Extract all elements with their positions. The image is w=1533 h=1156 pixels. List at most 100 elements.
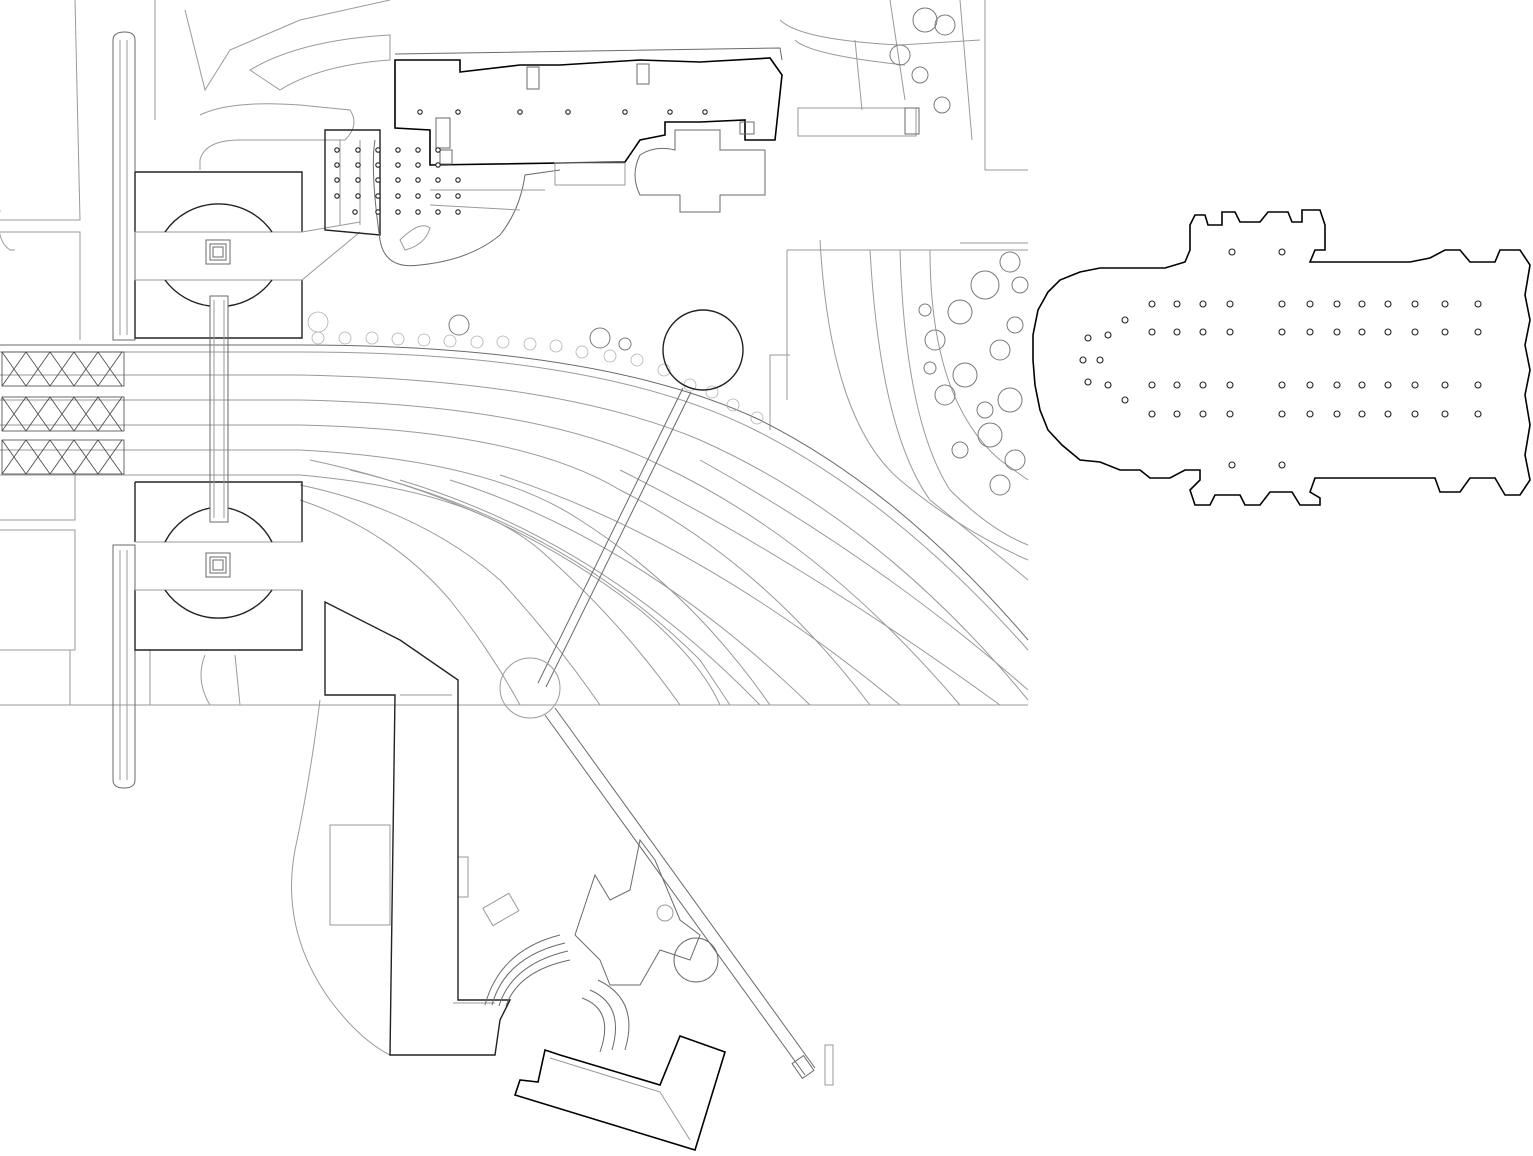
cathedral-piers <box>1079 248 1482 469</box>
tree <box>523 337 537 351</box>
tree <box>933 96 951 114</box>
column-dot <box>395 162 401 168</box>
pier <box>1474 410 1482 418</box>
pier <box>1384 328 1392 336</box>
tree <box>470 335 484 349</box>
pier <box>1306 328 1314 336</box>
column-dot <box>355 193 361 199</box>
pier <box>1199 381 1207 389</box>
pier <box>1474 300 1482 308</box>
pier <box>1411 410 1419 418</box>
pier <box>1278 381 1286 389</box>
column-dot <box>435 193 441 199</box>
column-dot <box>415 193 421 199</box>
pier <box>1226 300 1234 308</box>
pier <box>1228 461 1236 469</box>
pier <box>1148 381 1156 389</box>
pier <box>1148 300 1156 308</box>
column-dot <box>455 193 461 199</box>
tree <box>997 387 1023 413</box>
pier <box>1441 410 1449 418</box>
pier <box>1084 334 1092 342</box>
tree <box>1006 316 1024 334</box>
tree <box>970 270 1000 300</box>
column-dot <box>352 209 358 215</box>
pier <box>1121 316 1129 324</box>
pier <box>1358 300 1366 308</box>
column-dot <box>375 209 381 215</box>
pier <box>1278 300 1286 308</box>
pier <box>1278 248 1286 256</box>
pier <box>1306 410 1314 418</box>
lower-long-building <box>324 600 719 1056</box>
pier <box>1173 381 1181 389</box>
pier <box>1441 381 1449 389</box>
column-dot <box>415 177 421 183</box>
track-hatch-bundles <box>1 351 125 475</box>
pier <box>1384 410 1392 418</box>
column-dot <box>375 177 381 183</box>
pier <box>1474 328 1482 336</box>
pier <box>1121 396 1129 404</box>
column-dot <box>395 147 401 153</box>
tree <box>923 361 937 375</box>
pier <box>1278 461 1286 469</box>
tree <box>391 332 405 346</box>
tree <box>549 339 563 353</box>
column-dot <box>455 109 461 115</box>
column-dot <box>517 109 523 115</box>
column-dot <box>667 109 673 115</box>
column-dot <box>334 177 340 183</box>
pier <box>1411 328 1419 336</box>
pier <box>1199 410 1207 418</box>
tree <box>311 331 325 345</box>
pier <box>1358 381 1366 389</box>
pier <box>1278 328 1286 336</box>
tree <box>989 474 1011 496</box>
tree <box>338 331 352 345</box>
column-dot <box>395 209 401 215</box>
tree <box>1004 449 1026 471</box>
tree <box>1011 276 1029 294</box>
pier <box>1358 328 1366 336</box>
tree <box>989 339 1011 361</box>
pier <box>1096 356 1104 364</box>
tree <box>575 345 589 359</box>
pier <box>1411 300 1419 308</box>
pier <box>1333 300 1341 308</box>
column-dot <box>622 109 628 115</box>
pier <box>1148 328 1156 336</box>
pier <box>1306 381 1314 389</box>
column-dot <box>455 177 461 183</box>
column-dot <box>415 209 421 215</box>
column-dot <box>415 147 421 153</box>
tree <box>657 363 671 377</box>
tree <box>889 44 911 66</box>
tree-cluster-right <box>889 7 1029 496</box>
pier <box>1199 300 1207 308</box>
pier <box>1104 331 1112 339</box>
column-dot <box>355 147 361 153</box>
upper-round-pavilion <box>134 171 361 339</box>
pier <box>1173 300 1181 308</box>
upper-station-building <box>324 47 920 267</box>
pedestrian-bridge-vertical <box>209 295 229 523</box>
pier <box>1411 381 1419 389</box>
pier <box>1228 248 1236 256</box>
tree <box>977 422 1003 448</box>
pier <box>1278 410 1286 418</box>
tree <box>947 299 973 325</box>
tree <box>924 329 946 351</box>
tree <box>934 14 956 36</box>
site-context-linework <box>0 0 1029 1086</box>
column-dot <box>334 162 340 168</box>
pier <box>1384 381 1392 389</box>
column-dot <box>375 193 381 199</box>
tree <box>589 327 611 349</box>
column-dot <box>395 193 401 199</box>
tree <box>496 335 510 349</box>
tree <box>618 337 632 351</box>
pier <box>1226 328 1234 336</box>
column-dot <box>355 162 361 168</box>
